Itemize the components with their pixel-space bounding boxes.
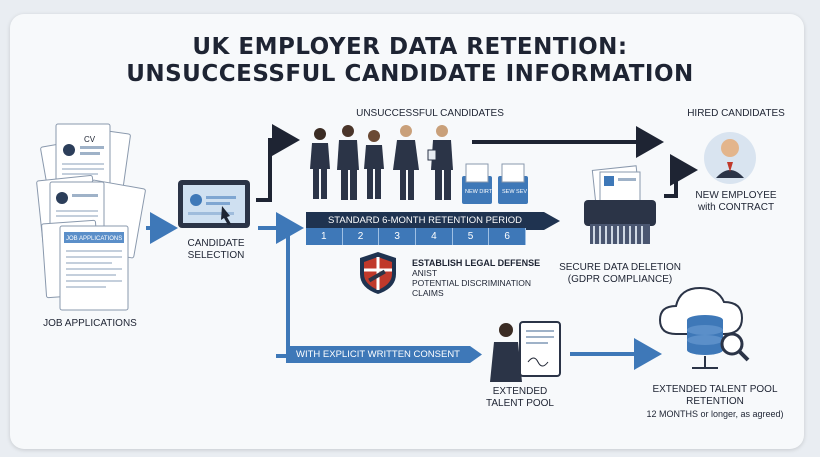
legal-line-4: CLAIMS (412, 288, 444, 298)
secure-deletion-label: SECURE DATA DELETION (559, 262, 681, 273)
gdpr-compliance-label: (GDPR COMPLIANCE) (567, 274, 673, 285)
folder-1-label: NEW DIRT (465, 189, 493, 195)
extended-retention-duration: 12 MONTHS or longer, as agreed) (646, 409, 784, 419)
legal-defense-text: ESTABLISH LEGAL DEFENSE ANIST POTENTIAL … (412, 258, 540, 298)
talent-pool-label-line-2: TALENT POOL (486, 398, 554, 409)
page-title-line-2: UNSUCCESSFUL CANDIDATE INFORMATION (126, 61, 694, 87)
explicit-consent-bar: WITH EXPLICIT WRITTEN CONSENT (286, 346, 470, 363)
shredder-icon (584, 165, 656, 244)
month-5: 5 (452, 228, 490, 245)
month-6: 6 (489, 228, 527, 245)
cv-tag: CV (84, 135, 96, 144)
legal-line-1: ESTABLISH LEGAL DEFENSE (412, 258, 541, 268)
page-title-line-1: UK EMPLOYER DATA RETENTION: (192, 34, 628, 60)
candidate-selection-label-line-2: SELECTION (187, 250, 245, 261)
extended-retention-label-line-2: RETENTION (686, 396, 744, 407)
legal-shield-icon (360, 252, 396, 294)
application-tag: JOB APPLICATIONS (66, 236, 122, 242)
talent-pool-person-icon (490, 321, 561, 382)
candidate-files-icon (462, 163, 528, 204)
month-3: 3 (379, 228, 417, 245)
tablet-selection-icon (178, 180, 250, 228)
cloud-database-icon (658, 286, 750, 369)
retention-period-bar: STANDARD 6-MONTH RETENTION PERIOD (306, 212, 544, 230)
legal-line-2: ANIST (412, 268, 438, 278)
job-applications-label: JOB APPLICATIONS (43, 318, 137, 329)
hired-candidate-avatar-icon (704, 132, 756, 184)
month-1: 1 (306, 228, 343, 245)
retention-arrow-tip (544, 212, 560, 230)
new-employee-contract-label: with CONTRACT (697, 202, 775, 213)
hired-candidates-label: HIRED CANDIDATES (687, 108, 785, 119)
arrow-to-employee (664, 154, 698, 198)
unsuccessful-candidates-group (310, 125, 453, 200)
new-employee-label: NEW EMPLOYEE (695, 190, 777, 201)
month-2: 2 (342, 228, 380, 245)
month-4: 4 (416, 228, 453, 245)
job-applications-stack-icon (36, 123, 146, 311)
retention-months: 1 2 3 4 5 6 (306, 228, 527, 245)
arrow-to-unsuccessful (256, 124, 300, 202)
talent-pool-label-line-1: EXTENDED (492, 386, 548, 397)
folder-2-label: SEW SEV (502, 189, 527, 195)
unsuccessful-candidates-label: UNSUCCESSFUL CANDIDATES (356, 108, 504, 119)
candidate-selection-label-line-1: CANDIDATE (187, 238, 245, 249)
extended-retention-label-line-1: EXTENDED TALENT POOL (652, 384, 778, 395)
legal-line-3: POTENTIAL DISCRIMINATION (412, 278, 532, 288)
arrow-to-consent-line (276, 230, 290, 358)
